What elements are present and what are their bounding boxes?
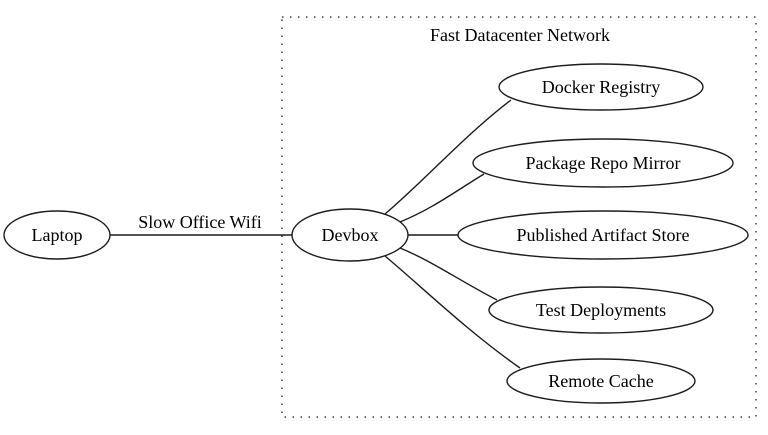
node-ellipse-docker-registry — [498, 63, 704, 111]
node-package-repo-mirror: Package Repo Mirror — [472, 138, 734, 188]
node-label-test-deployments: Test Deployments — [536, 300, 666, 320]
edge-label-slow-office-wifi: Slow Office Wifi — [138, 212, 262, 232]
node-ellipse-laptop — [3, 210, 111, 260]
node-published-artifact-store: Published Artifact Store — [457, 210, 749, 260]
node-devbox: Devbox — [291, 208, 409, 262]
node-ellipse-remote-cache — [506, 358, 696, 404]
node-remote-cache: Remote Cache — [506, 358, 696, 404]
node-label-devbox: Devbox — [322, 225, 379, 245]
node-ellipse-published-artifact-store — [457, 210, 749, 260]
node-docker-registry: Docker Registry — [498, 63, 704, 111]
node-laptop: Laptop — [3, 210, 111, 260]
edge-devbox-test-deployments — [399, 247, 498, 301]
edges: Slow Office Wifi — [110, 99, 521, 369]
edge-devbox-docker-registry — [384, 99, 512, 215]
node-ellipse-package-repo-mirror — [472, 138, 734, 188]
node-label-laptop: Laptop — [32, 225, 83, 245]
node-label-package-repo-mirror: Package Repo Mirror — [526, 153, 681, 173]
node-ellipse-test-deployments — [488, 286, 714, 334]
edge-devbox-package-repo-mirror — [399, 173, 485, 223]
node-ellipse-devbox — [291, 208, 409, 262]
node-label-published-artifact-store: Published Artifact Store — [517, 225, 690, 245]
node-test-deployments: Test Deployments — [488, 286, 714, 334]
node-label-remote-cache: Remote Cache — [548, 371, 653, 391]
edge-devbox-remote-cache — [384, 255, 521, 369]
cluster-fast-datacenter-network: Fast Datacenter Network — [281, 16, 757, 418]
node-label-docker-registry: Docker Registry — [542, 77, 660, 97]
cluster-label: Fast Datacenter Network — [430, 25, 610, 45]
